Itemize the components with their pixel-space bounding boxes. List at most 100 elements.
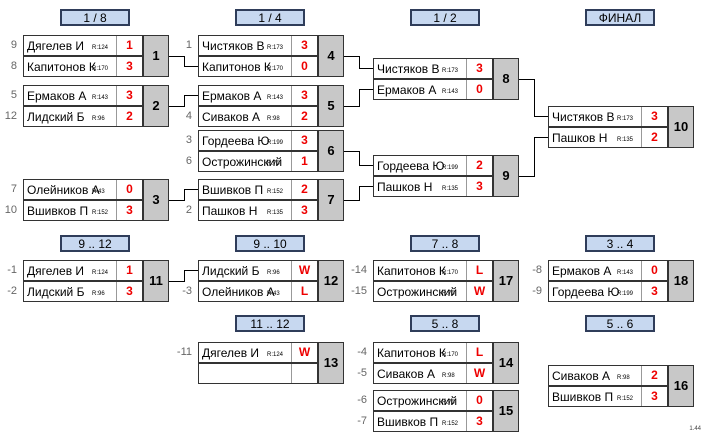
player-rating: R:143 <box>92 95 109 101</box>
bracket-connector <box>184 95 185 107</box>
player-name: Лидский Б <box>27 110 85 124</box>
player-name: Острожинский <box>202 155 282 169</box>
player-name: Пашков Н <box>377 180 433 194</box>
player-score: L <box>466 261 492 280</box>
seed-number: 7 <box>10 183 17 195</box>
player-name: Вшивков П <box>202 183 264 197</box>
player-score: 3 <box>466 59 492 78</box>
bracket-connector <box>359 186 360 201</box>
player-score: 1 <box>291 152 317 171</box>
player-rating: R:143 <box>617 270 634 276</box>
bracket-connector <box>534 116 548 117</box>
player-score: 2 <box>291 180 317 199</box>
seed-number: 3 <box>185 134 192 146</box>
player-rating: R:170 <box>92 66 109 72</box>
bracket-connector <box>184 189 185 201</box>
seed-number: 4 <box>185 110 192 122</box>
match-number: 17 <box>493 260 519 302</box>
bracket-connector <box>184 56 185 67</box>
player-name: Олейников А <box>27 183 100 197</box>
player-score: 2 <box>291 107 317 126</box>
bracket-connector <box>344 151 359 152</box>
player-slot[interactable] <box>198 363 318 384</box>
player-name: Гордеева Ю <box>202 134 270 148</box>
player-score: 0 <box>466 391 492 410</box>
player-score: 0 <box>291 57 317 76</box>
seed-number: -6 <box>357 394 367 406</box>
round-header-h4: ФИНАЛ <box>585 9 655 26</box>
player-rating: R:152 <box>92 210 109 216</box>
player-score: 3 <box>116 201 142 220</box>
round-header-h2: 1 / 4 <box>235 9 305 26</box>
match-number: 14 <box>493 342 519 384</box>
player-rating: R:152 <box>442 421 459 427</box>
seed-number: 2 <box>185 204 192 216</box>
player-rating: R:170 <box>267 66 284 72</box>
player-score: 3 <box>291 131 317 150</box>
match-number: 13 <box>318 342 344 384</box>
bracket-connector <box>184 66 198 67</box>
player-score: 3 <box>641 282 667 301</box>
player-name: Дягелев И <box>27 264 85 278</box>
player-score: L <box>466 343 492 362</box>
player-score: 3 <box>641 387 667 406</box>
match-number: 16 <box>668 365 694 407</box>
player-name: Вшивков П <box>552 390 614 404</box>
player-score: 2 <box>641 128 667 147</box>
player-rating: R:98 <box>617 375 630 381</box>
player-rating: R:199 <box>267 140 284 146</box>
seed-number: 12 <box>4 110 17 122</box>
player-name: Гордеева Ю <box>377 159 445 173</box>
bracket-connector <box>359 89 373 90</box>
player-rating: R:135 <box>617 137 634 143</box>
player-score <box>291 364 317 383</box>
bracket-connector <box>359 89 360 107</box>
player-name: Чистяков В <box>377 62 440 76</box>
seed-number: 8 <box>10 60 17 72</box>
player-name: Гордеева Ю <box>552 285 620 299</box>
seed-number: -8 <box>532 264 542 276</box>
match-number: 9 <box>493 155 519 197</box>
player-score: 1 <box>116 36 142 55</box>
player-name: Чистяков В <box>552 110 615 124</box>
seed-number: -14 <box>351 264 367 276</box>
round-header-h8: 3 .. 4 <box>585 235 655 252</box>
round-header-h11: 5 .. 6 <box>585 315 655 332</box>
round-header-h6: 9 .. 10 <box>235 235 305 252</box>
